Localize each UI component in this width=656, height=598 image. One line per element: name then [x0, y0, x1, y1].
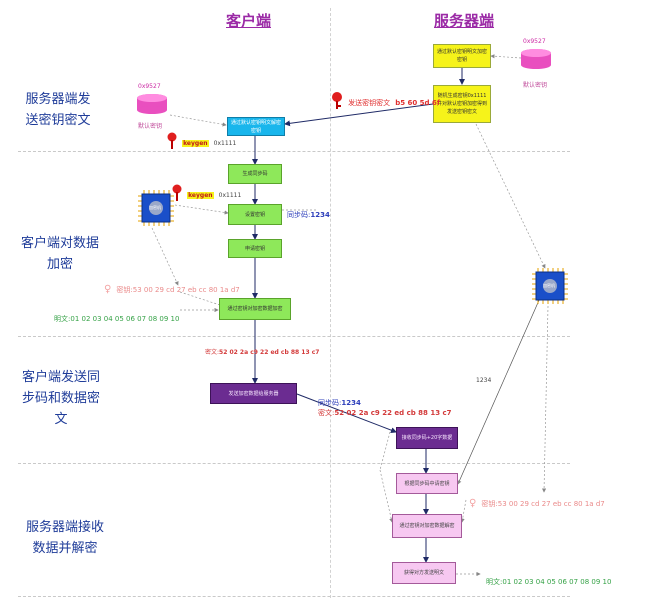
- server-plain-value: 01 02 03 04 05 06 07 08 09 10: [502, 578, 612, 586]
- stage-label-1: 服务器端发送密钥密文: [25, 92, 91, 128]
- client-plaintext: 明文:01 02 03 04 05 06 07 08 09 10: [54, 306, 179, 325]
- server-db-code: 0x9527: [523, 38, 546, 45]
- transit-sync-code: 同步码:1234: [318, 390, 361, 409]
- database-icon: [137, 94, 167, 114]
- client-db-label: 默认密钥: [138, 123, 163, 130]
- client-sync-label: 同步码:: [287, 211, 311, 219]
- stage-label-3: 客户端发送同步码和数据密文: [22, 370, 101, 427]
- stage-divider-2: [18, 336, 570, 337]
- client-ciphertext: 密文:52 02 2a c9 22 ed cb 88 13 c7: [205, 347, 319, 356]
- server-chip-icon: 加密机: [532, 268, 568, 304]
- keygen-tag-mid: keygen: [187, 192, 214, 199]
- client-plain-value: 01 02 03 04 05 06 07 08 09 10: [70, 315, 180, 323]
- client-decrypt-key-box: 通过默认密钥明文解密密钥: [227, 117, 285, 136]
- server-result-box: 获得对方发送明文: [392, 562, 456, 584]
- server-plaintext: 明文:01 02 03 04 05 06 07 08 09 10: [486, 569, 611, 588]
- keygen-top: keygen 0x1111: [167, 130, 236, 150]
- send-key-cipher-label: 发送密钥密文 b5 60 5d 6f: [331, 90, 440, 110]
- client-key: ♀ 密钥:53 00 29 cd 27 eb cc 80 1a d7: [104, 277, 240, 296]
- client-db-code: 0x9527: [138, 83, 161, 90]
- server-default-key-db: 0x9527 默认密钥: [520, 38, 552, 89]
- transit-cipher-label: 密文:: [318, 409, 335, 417]
- client-apply-key-box: 申请密钥: [228, 239, 282, 258]
- keygen-tag-top: keygen: [182, 140, 209, 147]
- server-encrypt-default-box: 通过默认密钥明文加密密钥: [433, 44, 491, 68]
- server-sync-key-box: 根据同步码中请密钥: [396, 473, 458, 494]
- server-decrypt-box: 通过密钥对加密数据解密: [392, 514, 462, 538]
- client-cipher-value: 52 02 2a c9 22 ed cb 88 13 c7: [219, 349, 320, 356]
- client-chip-label: 加密机: [149, 205, 161, 210]
- client-cipher-label: 密文:: [205, 349, 220, 356]
- client-plain-label: 明文:: [54, 315, 71, 323]
- database-icon: [521, 49, 551, 69]
- transit-sync-value: 1234: [341, 399, 361, 407]
- server-key: ♀ 密钥:53 00 29 cd 27 eb cc 80 1a d7: [469, 491, 605, 510]
- client-column-title: 客户端: [226, 12, 272, 30]
- stage-label-4: 服务器端接收数据并解密: [25, 520, 104, 556]
- client-key-value: 53 00 29 cd 27 eb cc 80 1a d7: [132, 286, 240, 294]
- server-db-label: 默认密钥: [523, 82, 548, 89]
- transit-cipher-value: 52 02 2a c9 22 ed cb 88 13 c7: [334, 409, 452, 417]
- client-default-key-db: 0x9527 默认密钥: [136, 83, 168, 133]
- key-icon: [172, 184, 182, 201]
- stage-divider-1: [18, 151, 570, 152]
- transit-ciphertext: 密文:52 02 2a c9 22 ed cb 88 13 c7: [318, 400, 452, 419]
- column-divider: [330, 8, 331, 598]
- client-gen-sync-box: 生成同步码: [228, 164, 282, 184]
- client-send-server-box: 发送加密数据给服务器: [210, 383, 297, 404]
- send-key-cipher-text: 发送密钥密文: [348, 99, 391, 107]
- stage-divider-4: [18, 596, 570, 597]
- server-key-label: 密钥:: [481, 500, 498, 508]
- client-chip-icon: 加密机: [138, 190, 174, 226]
- stage-label-2: 客户端对数据加密: [20, 236, 99, 272]
- keygen-value-mid: 0x1111: [218, 192, 242, 199]
- key-icon: [167, 132, 177, 149]
- server-column-title: 服务器端: [434, 12, 495, 30]
- server-receive-data-box: 接收同步码+20字数据: [396, 427, 458, 449]
- client-encrypt-data-box: 通过密钥对加密数据加密: [219, 298, 291, 320]
- pink-key-icon: ♀: [104, 284, 112, 295]
- client-sync-code: 同步码:1234: [287, 202, 330, 221]
- server-random-key-box: 随机生成密钥0x1111并对默认密钥加密得到发送密钥密文: [433, 85, 491, 123]
- transit-sync-label: 同步码:: [318, 399, 342, 407]
- send-key-cipher-value: b5 60 5d 6f: [395, 99, 440, 107]
- server-chip-label: 加密机: [543, 283, 555, 288]
- client-set-key-box: 设置密钥: [228, 204, 282, 225]
- client-sync-value: 1234: [310, 211, 330, 219]
- pink-key-icon: ♀: [469, 498, 477, 509]
- keygen-mid: keygen 0x1111: [172, 182, 241, 202]
- client-key-label: 密钥:: [116, 286, 133, 294]
- keygen-value-top: 0x1111: [213, 140, 237, 147]
- server-sync-value: 1234: [476, 377, 492, 384]
- server-key-value: 53 00 29 cd 27 eb cc 80 1a d7: [497, 500, 605, 508]
- stage-divider-3: [18, 463, 570, 464]
- key-icon: [332, 91, 342, 109]
- server-plain-label: 明文:: [486, 578, 503, 586]
